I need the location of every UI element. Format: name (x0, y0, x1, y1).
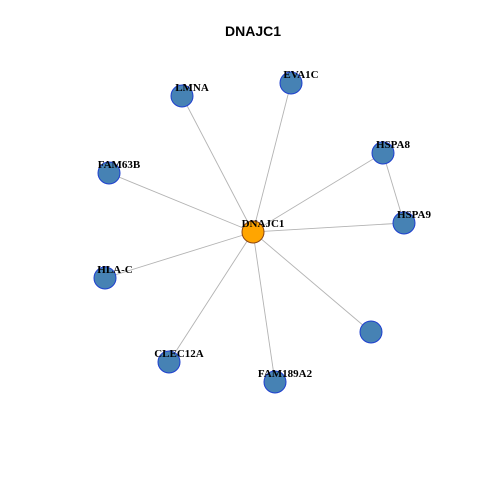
edge-dnajc1-hla-c (104, 231, 254, 279)
node-eva1c (279, 71, 303, 95)
edge-dnajc1-clec12a (168, 231, 254, 363)
node-lmna (170, 84, 194, 108)
node-fam189a2 (263, 370, 287, 394)
edge-hspa8-hspa9 (382, 152, 405, 224)
node-label-fam189a2: FAM189A2 (258, 368, 313, 380)
edge-layer (104, 82, 405, 383)
node-label-hla-c: HLA-C (97, 264, 133, 276)
edge-dnajc1-lmna (181, 95, 254, 233)
node-label-hspa8: HSPA8 (376, 139, 411, 151)
node-hspa8 (371, 141, 395, 165)
diagram-title: DNAJC1 (225, 23, 281, 39)
node-hspa9 (392, 211, 416, 235)
node-hla-c (93, 266, 117, 290)
node-label-fam63b: FAM63B (98, 159, 141, 171)
edge-dnajc1-fam63b (108, 172, 254, 233)
edge-dnajc1-hspa9 (252, 222, 405, 233)
node-fam63b (97, 161, 121, 185)
node-dnajc1 (241, 220, 265, 244)
node-label-dnajc1: DNAJC1 (242, 218, 285, 230)
node-unlabeled (359, 320, 383, 344)
node-layer (93, 71, 416, 394)
node-label-clec12a: CLEC12A (154, 348, 204, 360)
node-label-eva1c: EVA1C (283, 69, 318, 81)
node-label-hspa9: HSPA9 (397, 209, 432, 221)
node-clec12a (157, 350, 181, 374)
edge-dnajc1-unlabeled (252, 231, 372, 333)
edge-dnajc1-hspa8 (252, 152, 384, 233)
edge-dnajc1-eva1c (252, 82, 292, 233)
node-label-lmna: LMNA (175, 82, 209, 94)
edge-dnajc1-fam189a2 (252, 231, 276, 383)
